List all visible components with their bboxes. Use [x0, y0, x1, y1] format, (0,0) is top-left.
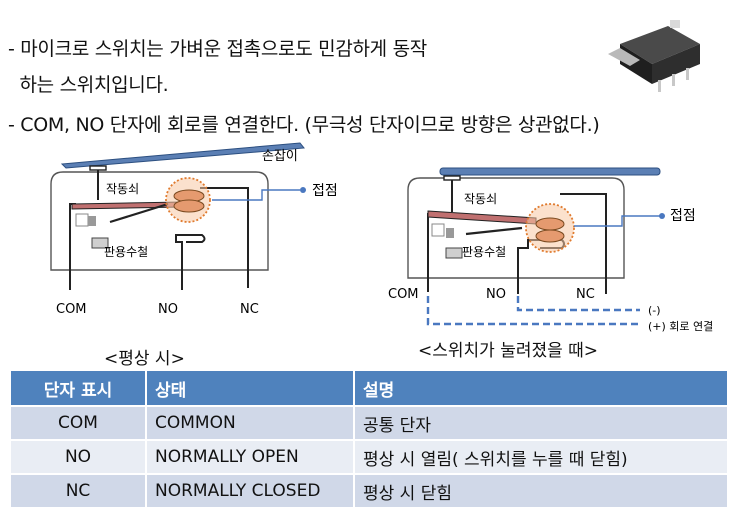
- left-switch-diagram: 손잡이 작동쇠 접점 판용수철 COM NO NC: [50, 142, 338, 317]
- svg-text:(+) 회로 연결: (+) 회로 연결: [648, 320, 713, 333]
- spring-label: 판용수철: [104, 245, 148, 259]
- svg-text:작동쇠: 작동쇠: [464, 192, 497, 206]
- bullet-line-3: - COM, NO 단자에 회로를 연결한다. (무극성 단자이므로 방향은 상…: [8, 114, 600, 136]
- no-label: NO: [158, 302, 178, 317]
- cell-terminal: NC: [11, 473, 147, 507]
- bullet-line-2: 하는 스위치입니다.: [8, 74, 169, 96]
- cell-state: COMMON: [146, 405, 355, 440]
- terminal-table: 단자 표시 상태 설명 COM COMMON 공통 단자 NO NORMALLY…: [11, 371, 729, 507]
- micro-switch-photo: [600, 4, 710, 94]
- right-switch-diagram: 작동쇠 접점 판용수철 COM NO NC (-) (+) 회로 연결: [388, 167, 713, 333]
- switch-housing: [50, 171, 269, 271]
- table-row: COM COMMON 공통 단자: [11, 405, 729, 440]
- table-row: NO NORMALLY OPEN 평상 시 열림( 스위치를 누를 때 닫힘): [11, 439, 729, 474]
- contact-label: 접점: [312, 183, 338, 199]
- cell-terminal: NO: [11, 439, 147, 474]
- svg-text:NC: NC: [576, 287, 595, 302]
- cell-state: NORMALLY OPEN: [146, 439, 355, 474]
- cell-description: 평상 시 열림( 스위치를 누를 때 닫힘): [354, 439, 729, 474]
- com-label: COM: [56, 302, 87, 317]
- right-caption: <스위치가 눌려졌을 때>: [418, 341, 599, 361]
- lever-icon: [439, 167, 661, 176]
- cell-description: 평상 시 닫힘: [354, 473, 729, 507]
- svg-text:NO: NO: [486, 287, 506, 302]
- table-header-row: 단자 표시 상태 설명: [11, 371, 729, 406]
- cell-state: NORMALLY CLOSED: [146, 473, 355, 507]
- left-caption: <평상 시>: [104, 349, 185, 369]
- lever-label: 손잡이: [262, 149, 298, 164]
- minus-circuit-line: [516, 296, 640, 312]
- header-terminal: 단자 표시: [11, 371, 147, 406]
- svg-text:(-): (-): [648, 304, 661, 317]
- svg-text:판용수철: 판용수철: [462, 245, 506, 259]
- bullet-line-1: - 마이크로 스위치는 가벼운 접촉으로도 민감하게 동작: [8, 38, 427, 60]
- lever-icon: [60, 142, 305, 169]
- actuator-label: 작동쇠: [106, 182, 139, 196]
- cell-description: 공통 단자: [354, 405, 729, 440]
- nc-label: NC: [240, 302, 259, 317]
- svg-text:접점: 접점: [670, 208, 696, 224]
- header-state: 상태: [146, 371, 355, 406]
- table-row: NC NORMALLY CLOSED 평상 시 닫힘: [11, 473, 729, 507]
- plus-circuit-line: [426, 296, 640, 326]
- cell-terminal: COM: [11, 405, 147, 440]
- switch-diagrams: 손잡이 작동쇠 접점 판용수철 COM NO NC: [0, 138, 740, 370]
- header-description: 설명: [354, 371, 729, 406]
- svg-text:COM: COM: [388, 287, 419, 302]
